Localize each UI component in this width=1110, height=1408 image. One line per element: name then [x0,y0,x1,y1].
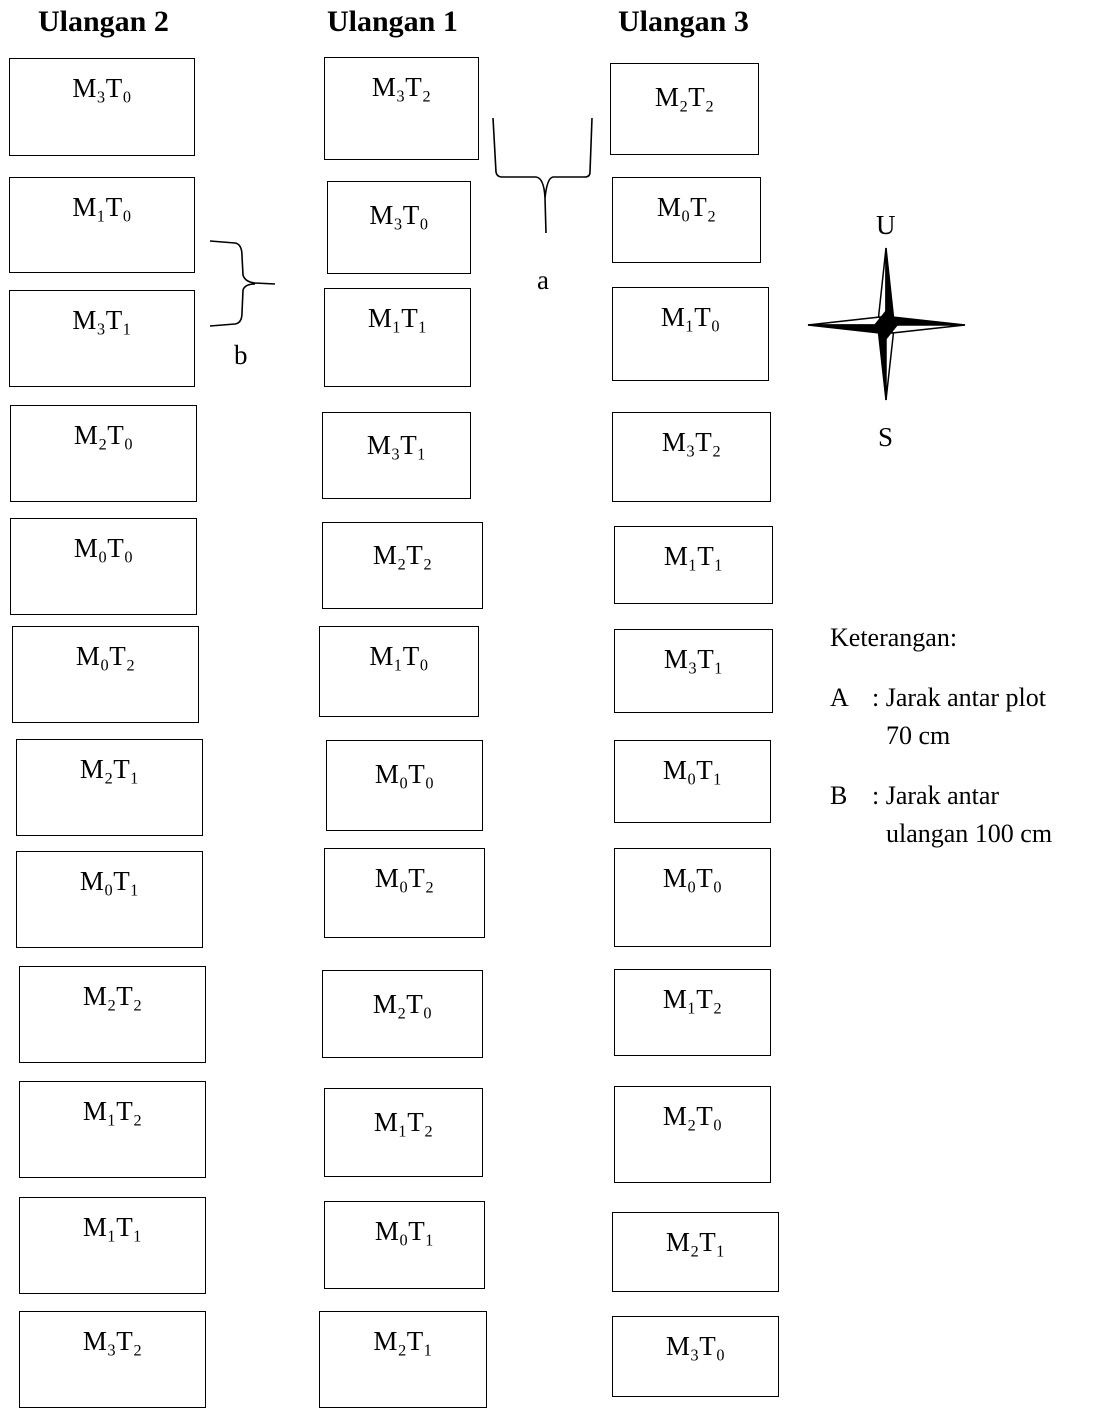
header-ulangan-3: Ulangan 3 [618,5,749,38]
plot-ulangan3-5: M₁T₁ [614,526,773,604]
plot-ulangan1-10: M₁T₂ [324,1088,483,1177]
plot-ulangan3-8: M₀T₀ [614,848,771,947]
plot-ulangan3-6: M₃T₁ [614,629,773,713]
plot-ulangan3-2: M₀T₂ [612,177,761,263]
plot-ulangan2-8: M₀T₁ [16,851,203,948]
compass-north-label: U [876,210,896,240]
legend-title: Keterangan: [830,623,958,652]
plot-ulangan3-3: M₁T₀ [612,287,769,381]
header-ulangan-2: Ulangan 2 [38,5,169,38]
plot-ulangan1-3: M₁T₁ [324,288,471,387]
label-b: b [234,340,248,370]
legend-item-a-key: A [830,683,849,712]
compass-rose-icon [807,247,966,401]
plot-ulangan3-7: M₀T₁ [614,740,771,823]
legend-item-b-text-2: ulangan 100 cm [886,819,1053,848]
plot-ulangan1-4: M₃T₁ [322,412,471,499]
brace-a [492,117,593,234]
plot-ulangan1-5: M₂T₂ [322,522,483,609]
plot-ulangan1-1: M₃T₂ [324,57,479,160]
plot-ulangan2-2: M₁T₀ [9,177,195,273]
label-a: a [537,265,549,295]
plot-ulangan2-10: M₁T₂ [19,1081,206,1178]
plot-ulangan1-6: M₁T₀ [319,626,479,717]
plot-ulangan2-9: M₂T₂ [19,966,206,1063]
plot-ulangan3-12: M₃T₀ [612,1316,779,1397]
plot-ulangan2-5: M₀T₀ [10,518,197,615]
plot-ulangan3-4: M₃T₂ [612,412,771,502]
plot-ulangan1-9: M₂T₀ [322,970,483,1058]
header-ulangan-1: Ulangan 1 [327,5,458,38]
plot-ulangan2-7: M₂T₁ [16,739,203,836]
plot-ulangan1-7: M₀T₀ [326,740,483,831]
plot-ulangan2-1: M₃T₀ [9,58,195,156]
plot-ulangan2-4: M₂T₀ [10,405,197,502]
legend-item-b-key: B [830,781,848,810]
plot-ulangan1-2: M₃T₀ [327,181,471,274]
compass-south-label: S [878,422,894,452]
plot-ulangan3-11: M₂T₁ [612,1212,779,1292]
plot-ulangan2-3: M₃T₁ [9,290,195,387]
plot-ulangan1-8: M₀T₂ [324,848,485,938]
legend-item-a-text: : Jarak antar plot [872,683,1046,712]
plot-ulangan1-11: M₀T₁ [324,1201,485,1289]
legend-item-a-text-2: 70 cm [886,721,951,750]
plot-ulangan2-6: M₀T₂ [12,626,199,723]
plot-ulangan3-1: M₂T₂ [610,63,759,155]
plot-ulangan3-9: M₁T₂ [614,969,771,1056]
legend-item-b-text: : Jarak antar [872,781,1000,810]
plot-ulangan2-12: M₃T₂ [19,1311,206,1408]
brace-b [209,240,276,327]
plot-ulangan1-12: M₂T₁ [319,1311,487,1408]
plot-ulangan3-10: M₂T₀ [614,1086,771,1183]
plot-ulangan2-11: M₁T₁ [19,1197,206,1294]
